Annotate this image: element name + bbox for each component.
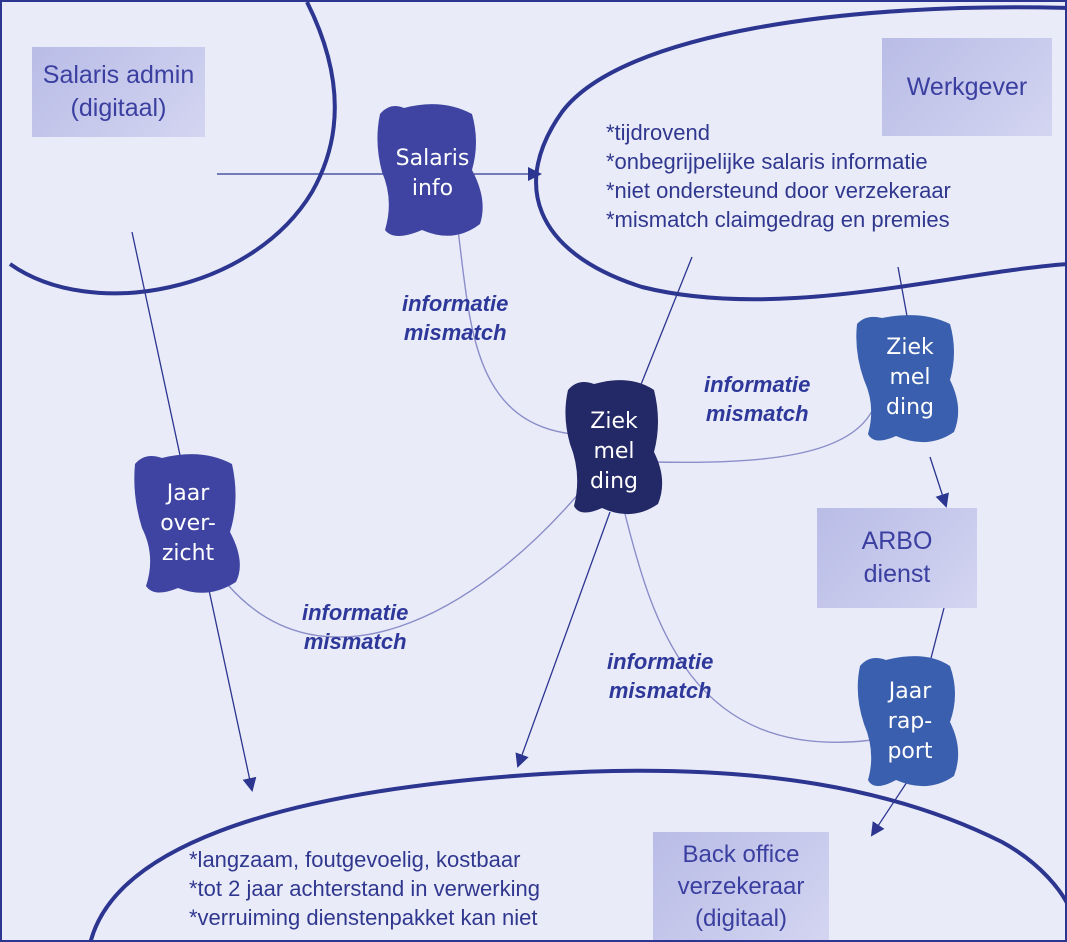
jaarrapport-scroll [857, 656, 959, 787]
mismatch-left-line-2: mismatch [303, 629, 407, 654]
jaaroverzicht-line-3: zicht [161, 541, 215, 566]
salaris-info-scroll-text: Salaris info [385, 138, 480, 210]
backoffice-note-3: *verruiming dienstenpakket kan niet [189, 905, 538, 930]
mismatch-bottom-line-1: informatie [607, 649, 714, 674]
back-office-line-3: (digitaal) [694, 905, 788, 932]
werkgever-note-1: *tijdrovend [606, 120, 710, 145]
backoffice-notes: *langzaam, foutgevoelig, kostbaar *tot 2… [189, 845, 540, 932]
ziekmelding-center-line-2: mel [593, 439, 635, 464]
jaarrapport-to-backoffice-arrow [870, 781, 908, 837]
mismatch-label-left: informatie mismatch [302, 598, 408, 656]
jaarrapport-line-2: rap- [887, 709, 933, 734]
werkgever-box: Werkgever [882, 38, 1052, 136]
arbo-line-2: dienst [863, 560, 931, 588]
jaarrapport-mismatch-curve [623, 509, 873, 743]
backoffice-note-2: *tot 2 jaar achterstand in verwerking [189, 876, 540, 901]
backoffice-note-1: *langzaam, foutgevoelig, kostbaar [189, 847, 521, 872]
ziekmelding-right-scroll-text: Ziek mel ding [868, 328, 952, 428]
ziekmelding-center-scroll [565, 380, 663, 515]
salaris-info-scroll [377, 104, 483, 237]
ziekmelding-right-line-1: Ziek [886, 335, 934, 360]
arbo-line-1: ARBO [861, 527, 933, 555]
back-office-line-1: Back office [682, 841, 800, 868]
salaris-admin-line-1: Salaris admin [42, 61, 195, 89]
werkgever-notes: *tijdrovend *onbegrijpelijke salaris inf… [606, 118, 951, 234]
mismatch-bottom-line-2: mismatch [608, 678, 712, 703]
jaarrapport-line-1: Jaar [888, 679, 932, 704]
mismatch-label-right: informatie mismatch [704, 370, 810, 428]
werkgever-note-3: *niet ondersteund door verzekeraar [606, 178, 951, 203]
arbo-dienst-box: ARBO dienst [817, 508, 977, 608]
salaris-admin-region [8, 2, 337, 296]
jaaroverzicht-scroll-text: Jaar over- zicht [142, 472, 234, 576]
werkgever-note-4: *mismatch claimgedrag en premies [606, 207, 950, 232]
jaaroverzicht-line-2: over- [160, 511, 216, 536]
mismatch-top-line-2: mismatch [403, 320, 507, 345]
jaarrapport-line-3: port [887, 739, 933, 764]
salaris-info-line-1: Salaris [395, 146, 470, 171]
ziekmelding-center-scroll-text: Ziek mel ding [574, 402, 654, 502]
mismatch-label-bottom: informatie mismatch [607, 647, 713, 705]
mismatch-right-line-1: informatie [704, 372, 811, 397]
back-office-box: Back office verzekeraar (digitaal) [653, 832, 829, 940]
jaaroverzicht-scroll [134, 454, 240, 593]
back-office-line-2: verzekeraar [677, 873, 805, 900]
arbo-to-jaarrapport-line [929, 607, 945, 663]
jaarrapport-scroll-text: Jaar rap- port [866, 672, 954, 772]
ziekmelding-right-line-2: mel [889, 365, 931, 390]
salaris-info-mismatch-curve [457, 229, 573, 435]
ziekmelding-center-line-3: ding [590, 469, 638, 494]
mismatch-left-line-1: informatie [302, 600, 409, 625]
werkgever-label: Werkgever [906, 72, 1028, 101]
werkgever-to-ziekmelding-line [635, 256, 693, 398]
werkgever-note-2: *onbegrijpelijke salaris informatie [606, 149, 928, 174]
ziekmelding-right-mismatch-curve [653, 406, 875, 463]
mismatch-right-line-2: mismatch [705, 401, 809, 426]
ziekmelding-center-line-1: Ziek [590, 409, 638, 434]
mismatch-top-line-1: informatie [402, 291, 509, 316]
ziekmelding-right-scroll [856, 315, 959, 443]
backoffice-region [89, 768, 1065, 940]
werkgever-region [534, 5, 1065, 302]
ziekmelding-to-backoffice-arrow [515, 511, 611, 768]
salaris-admin-line-2: (digitaal) [70, 94, 167, 122]
salaris-info-line-2: info [411, 176, 454, 201]
ziekmelding-right-line-3: ding [886, 395, 934, 420]
ziekmelding-to-arbo-arrow [929, 456, 949, 508]
jaaroverzicht-mismatch-curve [227, 484, 587, 638]
jaaroverzicht-line-1: Jaar [166, 481, 210, 506]
mismatch-label-top: informatie mismatch [402, 289, 508, 347]
salaris-admin-box: Salaris admin (digitaal) [32, 47, 205, 137]
